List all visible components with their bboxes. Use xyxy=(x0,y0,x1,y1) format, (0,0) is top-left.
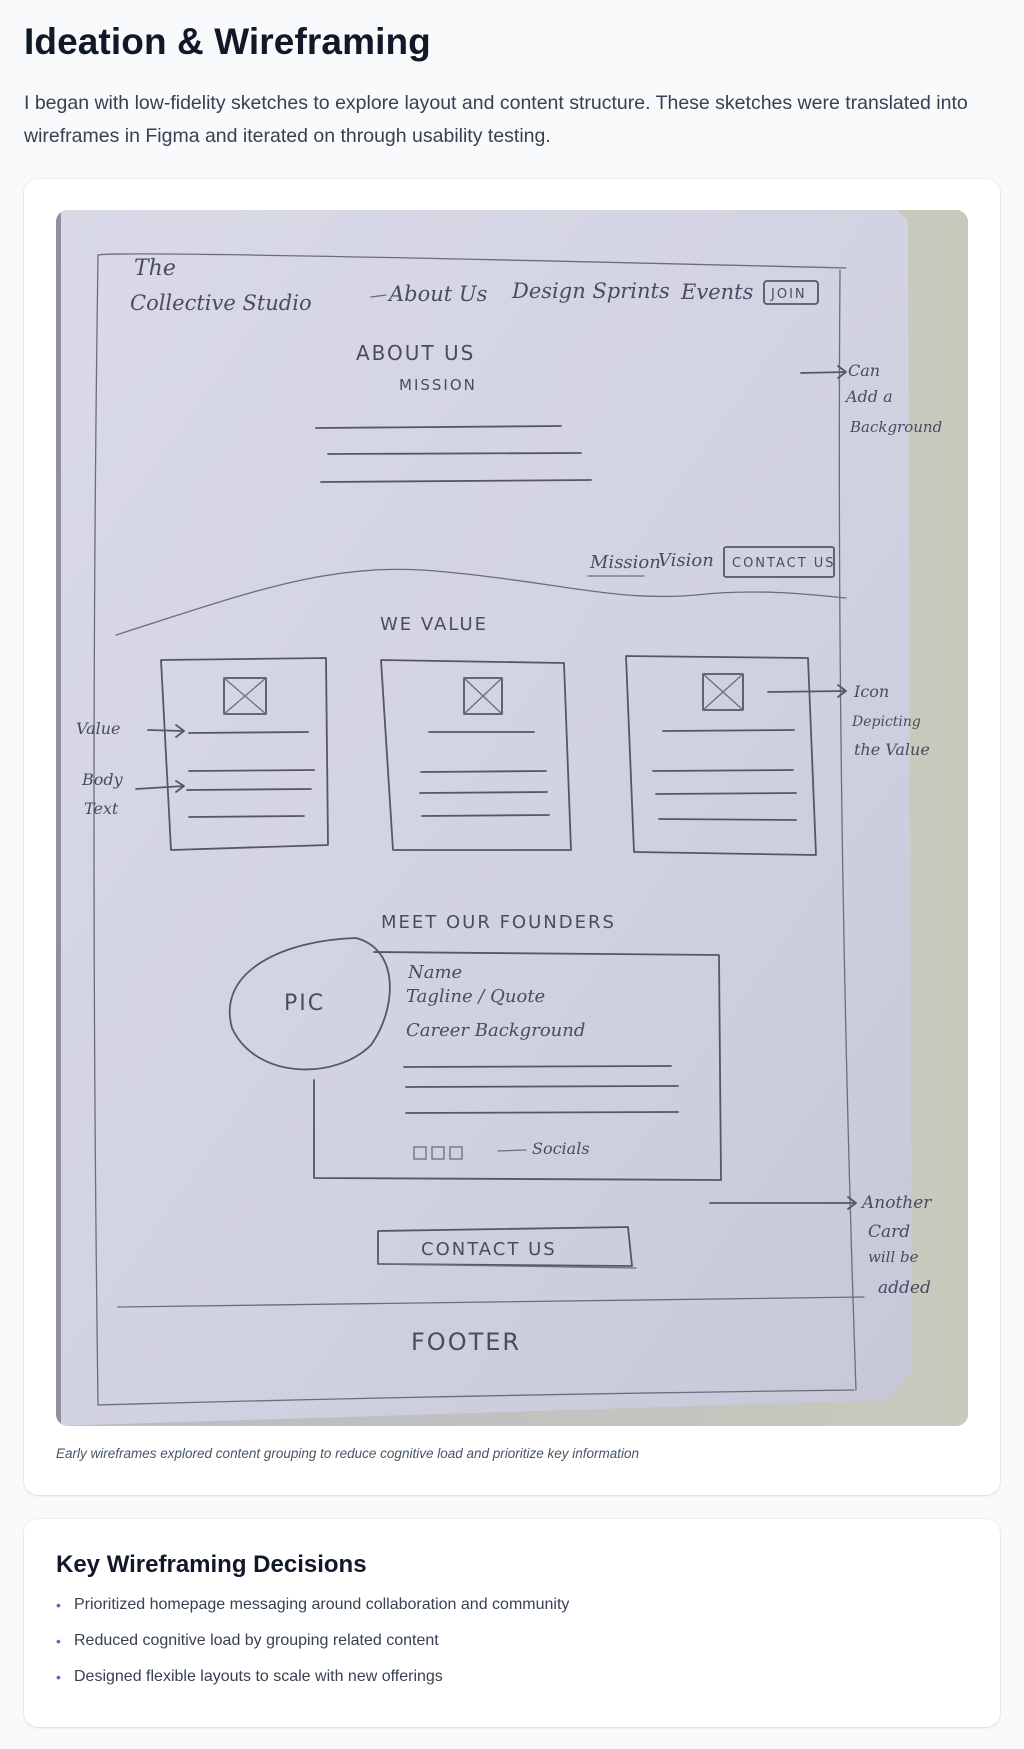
decision-item: Reduced cognitive load by grouping relat… xyxy=(56,1631,968,1651)
section-intro: I began with low-fidelity sketches to ex… xyxy=(24,91,968,147)
nav-events: Events xyxy=(680,280,754,304)
sketch-caption: Early wireframes explored content groupi… xyxy=(56,1445,640,1461)
note-icon-1: Icon xyxy=(853,682,889,701)
sketch-drawing: The Collective Studio About Us Design Sp… xyxy=(56,209,968,1426)
brand-line-2: Collective Studio xyxy=(130,291,312,315)
contact-small: CONTACT US xyxy=(732,556,836,571)
nav-join: JOIN xyxy=(770,287,807,302)
tab-vision: Vision xyxy=(658,550,714,571)
founder-pic: PIC xyxy=(284,991,325,1016)
note-card-3: will be xyxy=(868,1248,919,1266)
contact-big-sketch xyxy=(377,1225,633,1267)
tab-mission: Mission xyxy=(589,552,661,573)
about-heading: ABOUT US xyxy=(356,341,475,365)
note-body-2: Text xyxy=(84,799,119,818)
note-bg-3: Background xyxy=(849,418,942,436)
decision-item: Prioritized homepage messaging around co… xyxy=(56,1595,968,1615)
mission-heading: MISSION xyxy=(399,376,477,394)
wireframe-sketch-image: The Collective Studio About Us Design Sp… xyxy=(56,209,968,1426)
founders-heading: MEET OUR FOUNDERS xyxy=(381,912,616,933)
note-icon-3: the Value xyxy=(854,740,930,759)
socials-label: Socials xyxy=(532,1139,590,1158)
decision-item: Designed flexible layouts to scale with … xyxy=(56,1667,968,1687)
contact-big: CONTACT US xyxy=(421,1239,557,1260)
brand-line-1: The xyxy=(134,256,176,281)
contact-small-sketch xyxy=(723,545,835,578)
founder-pic-blob xyxy=(229,936,391,1070)
note-body-1: Body xyxy=(81,770,124,789)
note-card-2: Card xyxy=(868,1222,910,1242)
value-card-1 xyxy=(160,656,329,851)
note-bg-2: Add a xyxy=(844,387,893,406)
value-card-2 xyxy=(380,658,572,851)
note-bg-1: Can xyxy=(848,361,880,380)
spiral-binding xyxy=(56,209,61,1426)
founder-tagline: Tagline / Quote xyxy=(406,986,545,1007)
we-value-heading: WE VALUE xyxy=(380,614,488,635)
nav-about: About Us xyxy=(387,282,488,306)
social-icons-sketch xyxy=(413,1146,463,1160)
founder-name: Name xyxy=(407,962,462,983)
sketch-card: The Collective Studio About Us Design Sp… xyxy=(24,178,1000,1495)
value-card-3 xyxy=(625,654,817,856)
decisions-title: Key Wireframing Decisions xyxy=(56,1550,367,1578)
note-card-4: added xyxy=(878,1278,931,1298)
founder-career: Career Background xyxy=(406,1020,585,1041)
decisions-list: Prioritized homepage messaging around co… xyxy=(56,1595,968,1687)
join-button-sketch xyxy=(763,279,819,305)
note-icon-2: Depicting xyxy=(851,714,921,730)
footer-label: FOOTER xyxy=(411,1328,521,1356)
section-title: Ideation & Wireframing xyxy=(24,21,431,62)
paper-sheet xyxy=(56,209,912,1426)
decisions-card: Key Wireframing Decisions Prioritized ho… xyxy=(24,1518,1000,1727)
note-card-1: Another xyxy=(860,1193,932,1213)
note-value: Value xyxy=(76,719,121,738)
nav-design: Design Sprints xyxy=(511,279,670,303)
